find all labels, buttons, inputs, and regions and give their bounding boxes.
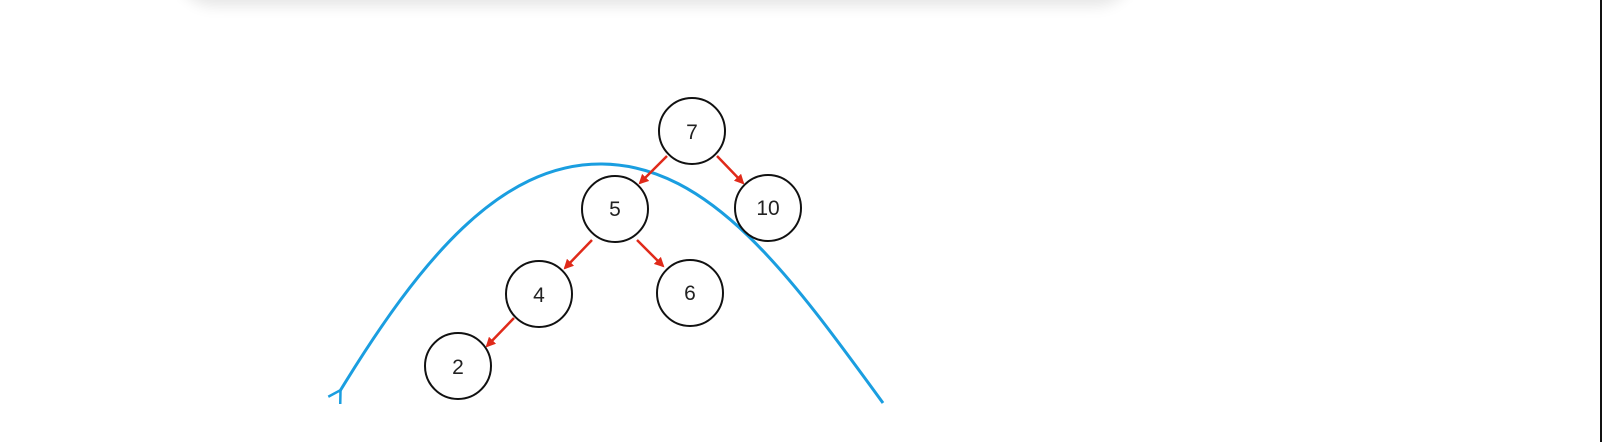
tree-node-4: 4 xyxy=(505,260,573,328)
edge-7-to-10 xyxy=(716,155,745,185)
tree-node-10: 10 xyxy=(734,174,802,242)
right-edge-divider xyxy=(1600,0,1602,442)
tree-node-5: 5 xyxy=(581,175,649,243)
edge-5-to-4 xyxy=(563,239,593,270)
node-label-2: 2 xyxy=(452,356,464,379)
tree-node-7: 7 xyxy=(658,97,726,165)
traversal-curve-arrow xyxy=(340,162,885,403)
edge-5-to-6 xyxy=(636,239,665,268)
tree-node-2: 2 xyxy=(424,332,492,400)
node-label-6: 6 xyxy=(684,282,696,305)
node-label-4: 4 xyxy=(533,284,545,307)
tree-node-6: 6 xyxy=(656,259,724,327)
node-label-10: 10 xyxy=(756,197,779,220)
node-label-5: 5 xyxy=(609,198,621,221)
edge-4-to-2 xyxy=(485,317,515,348)
edge-7-to-5 xyxy=(638,155,668,185)
node-label-7: 7 xyxy=(686,121,698,144)
tree-edges xyxy=(485,155,745,348)
